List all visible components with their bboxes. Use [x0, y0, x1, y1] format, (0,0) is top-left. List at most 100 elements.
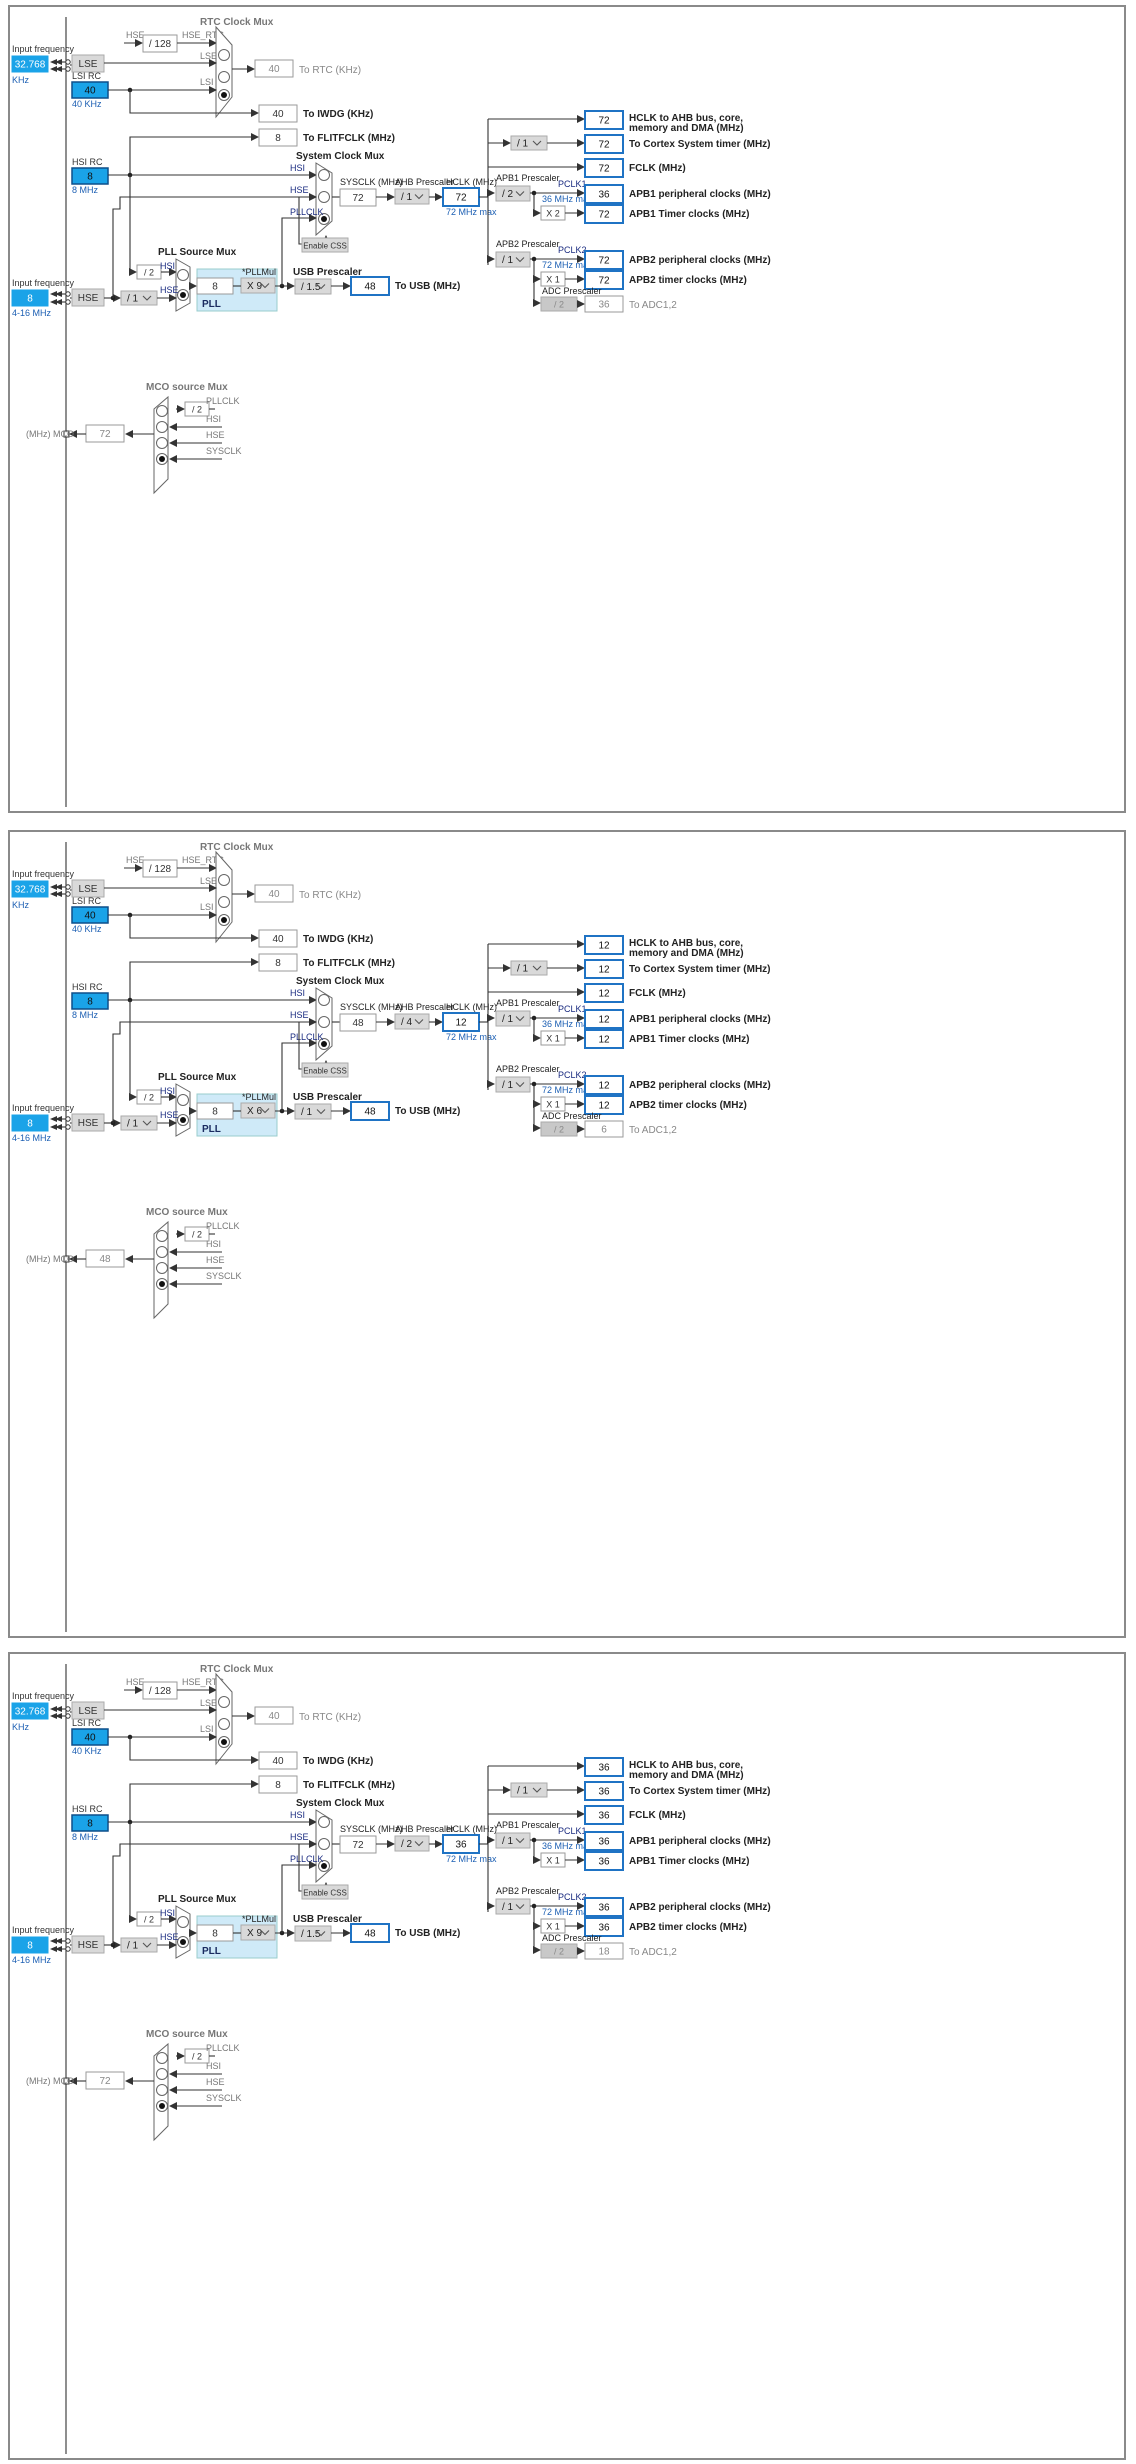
adc-prescaler-dropdown[interactable]: / 2 [540, 1943, 578, 1959]
rtc-radio-hse[interactable] [218, 1696, 230, 1708]
pllmul-dropdown[interactable]: X 9 [240, 277, 276, 294]
mco-label: (MHz) MCO [26, 1254, 74, 1264]
chevron-down-icon [532, 140, 542, 146]
system-clock-mux-title: System Clock Mux [296, 151, 385, 162]
rtc-radio-hse[interactable] [218, 49, 230, 61]
hse-pll-divider-dropdown[interactable]: / 1 [120, 290, 158, 306]
enable-css-button[interactable]: Enable CSS [301, 237, 349, 253]
apb2-prescaler-dropdown[interactable]: / 1 [495, 251, 531, 268]
connector-line [129, 915, 259, 942]
pllmul-dropdown[interactable]: X 9 [240, 1924, 276, 1941]
apb2-prescaler-dropdown[interactable]: / 1 [495, 1898, 531, 1915]
port-dot [65, 891, 71, 897]
mco-radio-pllclk[interactable] [156, 1230, 168, 1242]
pllmul-dropdown[interactable]: X 6 [240, 1102, 276, 1119]
hse-frequency-input[interactable]: 8 [11, 1114, 49, 1132]
rtc-radio-lse[interactable] [218, 896, 230, 908]
adc-prescaler-dropdown[interactable]: / 2 [540, 296, 578, 312]
pllmul-dropdown-value: X 6 [247, 1106, 262, 1117]
apb1-timer-label: APB1 Timer clocks (MHz) [629, 209, 749, 220]
apb1-prescaler-dropdown[interactable]: / 2 [495, 185, 531, 202]
usb-prescaler-dropdown[interactable]: / 1.5 [294, 278, 332, 295]
mco-radio-hse[interactable] [156, 437, 168, 449]
connector-line [533, 1906, 541, 1954]
apb2-prescaler-dropdown[interactable]: / 1 [495, 1076, 531, 1093]
rtc-radio-lse[interactable] [218, 71, 230, 83]
hse-rtc-label: HSE_RTC [182, 855, 224, 865]
apb1-timer-value-text: 36 [598, 1857, 610, 1868]
sysclk-radio-hse[interactable] [318, 1016, 330, 1028]
mco-sysclk-label: SYSCLK [206, 2093, 242, 2103]
enable-css-button[interactable]: Enable CSS [301, 1884, 349, 1900]
usb-prescaler-dropdown[interactable]: / 1.5 [294, 1925, 332, 1942]
lse-block-text: LSE [79, 1706, 98, 1717]
hsi-rc-block: 8 [71, 992, 109, 1010]
usb-prescaler-dropdown[interactable]: / 1 [294, 1103, 332, 1120]
adc-value: 6 [584, 1120, 624, 1138]
mco-radio-hse[interactable] [156, 1262, 168, 1274]
ahb-prescaler-dropdown[interactable]: / 2 [394, 1835, 430, 1852]
junction-dot [531, 256, 537, 262]
cortex-divider-dropdown[interactable]: / 1 [510, 135, 548, 151]
pll-source-mux-title: PLL Source Mux [158, 247, 237, 258]
apb1-prescaler-dropdown[interactable]: / 1 [495, 1010, 531, 1027]
lse-frequency-input[interactable]: 32.768 [11, 880, 49, 898]
apb1-timer-value-text: 12 [598, 1035, 610, 1046]
hclk-ahb-value: 36 [584, 1757, 624, 1777]
connector-line [129, 133, 259, 175]
sysclk-value: 72 [339, 1835, 377, 1854]
apb1-prescaler-dropdown[interactable]: / 1 [495, 1832, 531, 1849]
mco-radio-hse[interactable] [156, 2084, 168, 2096]
sysclk-value-text: 72 [352, 1840, 364, 1851]
lsi-rc-label: LSI RC [72, 71, 102, 81]
to-adc-label: To ADC1,2 [629, 1947, 677, 1958]
hse-pll-divider-dropdown[interactable]: / 1 [120, 1115, 158, 1131]
mco-radio-pllclk[interactable] [156, 2052, 168, 2064]
ahb-prescaler-dropdown[interactable]: / 1 [394, 188, 430, 205]
hse-frequency-input[interactable]: 8 [11, 1936, 49, 1954]
mco-source-mux-title: MCO source Mux [146, 1207, 228, 1218]
hse-frequency-input[interactable]: 8 [11, 289, 49, 307]
flitfclk-value: 8 [258, 953, 298, 972]
hclk-ahb-label: HCLK to AHB bus, core, [629, 113, 743, 124]
pllsrc-radio-hsi[interactable] [177, 1916, 189, 1928]
ahb-prescaler-dropdown[interactable]: / 4 [394, 1013, 430, 1030]
hse-pll-divider-dropdown[interactable]: / 1 [120, 1937, 158, 1953]
pllsrc-radio-hsi[interactable] [177, 1094, 189, 1106]
junction-dot [531, 190, 537, 196]
hse-pll-divider-dropdown-value: / 1 [127, 294, 139, 305]
apb2-timer-value: 12 [584, 1095, 624, 1115]
adc-prescaler-dropdown[interactable]: / 2 [540, 1121, 578, 1137]
rtc-radio-hse[interactable] [218, 874, 230, 886]
enable-css-button-text: Enable CSS [303, 1067, 347, 1076]
cortex-divider-dropdown[interactable]: / 1 [510, 960, 548, 976]
sysclk-radio-pll-selected [321, 1863, 327, 1869]
pllsrc-radio-hsi[interactable] [177, 269, 189, 281]
apb2-timer-value-text: 36 [598, 1923, 610, 1934]
apb2-prescaler-dropdown-value: / 1 [502, 1902, 514, 1913]
sysclk-radio-pll-selected [321, 1041, 327, 1047]
mco-radio-hsi[interactable] [156, 1246, 168, 1258]
rtc-radio-lse[interactable] [218, 1718, 230, 1730]
apb1-prescaler-label: APB1 Prescaler [496, 1820, 560, 1830]
mco-radio-hsi[interactable] [156, 421, 168, 433]
sysclk-radio-hsi[interactable] [318, 169, 330, 181]
sysclk-radio-hsi[interactable] [318, 994, 330, 1006]
enable-css-button[interactable]: Enable CSS [301, 1062, 349, 1078]
mco-radio-hsi[interactable] [156, 2068, 168, 2080]
port-dot [65, 1124, 71, 1130]
pll-source-mux-title: PLL Source Mux [158, 1894, 237, 1905]
adc-prescaler-label: ADC Prescaler [542, 1111, 602, 1121]
hclk-ahb-label: HCLK to AHB bus, core, [629, 938, 743, 949]
pllsrc-radio-hse-selected [180, 1117, 186, 1123]
lse-frequency-input[interactable]: 32.768 [11, 1702, 49, 1720]
sysclk-radio-hse[interactable] [318, 191, 330, 203]
usb-prescaler-dropdown-value: / 1 [301, 1107, 313, 1118]
sysclk-radio-hse[interactable] [318, 1838, 330, 1850]
mco-radio-pllclk[interactable] [156, 405, 168, 417]
sysclk-radio-hsi[interactable] [318, 1816, 330, 1828]
hse-block: HSE [71, 288, 105, 307]
cortex-divider-dropdown[interactable]: / 1 [510, 1782, 548, 1798]
lse-frequency-input[interactable]: 32.768 [11, 55, 49, 73]
arrow-left-icon [50, 1938, 57, 1944]
